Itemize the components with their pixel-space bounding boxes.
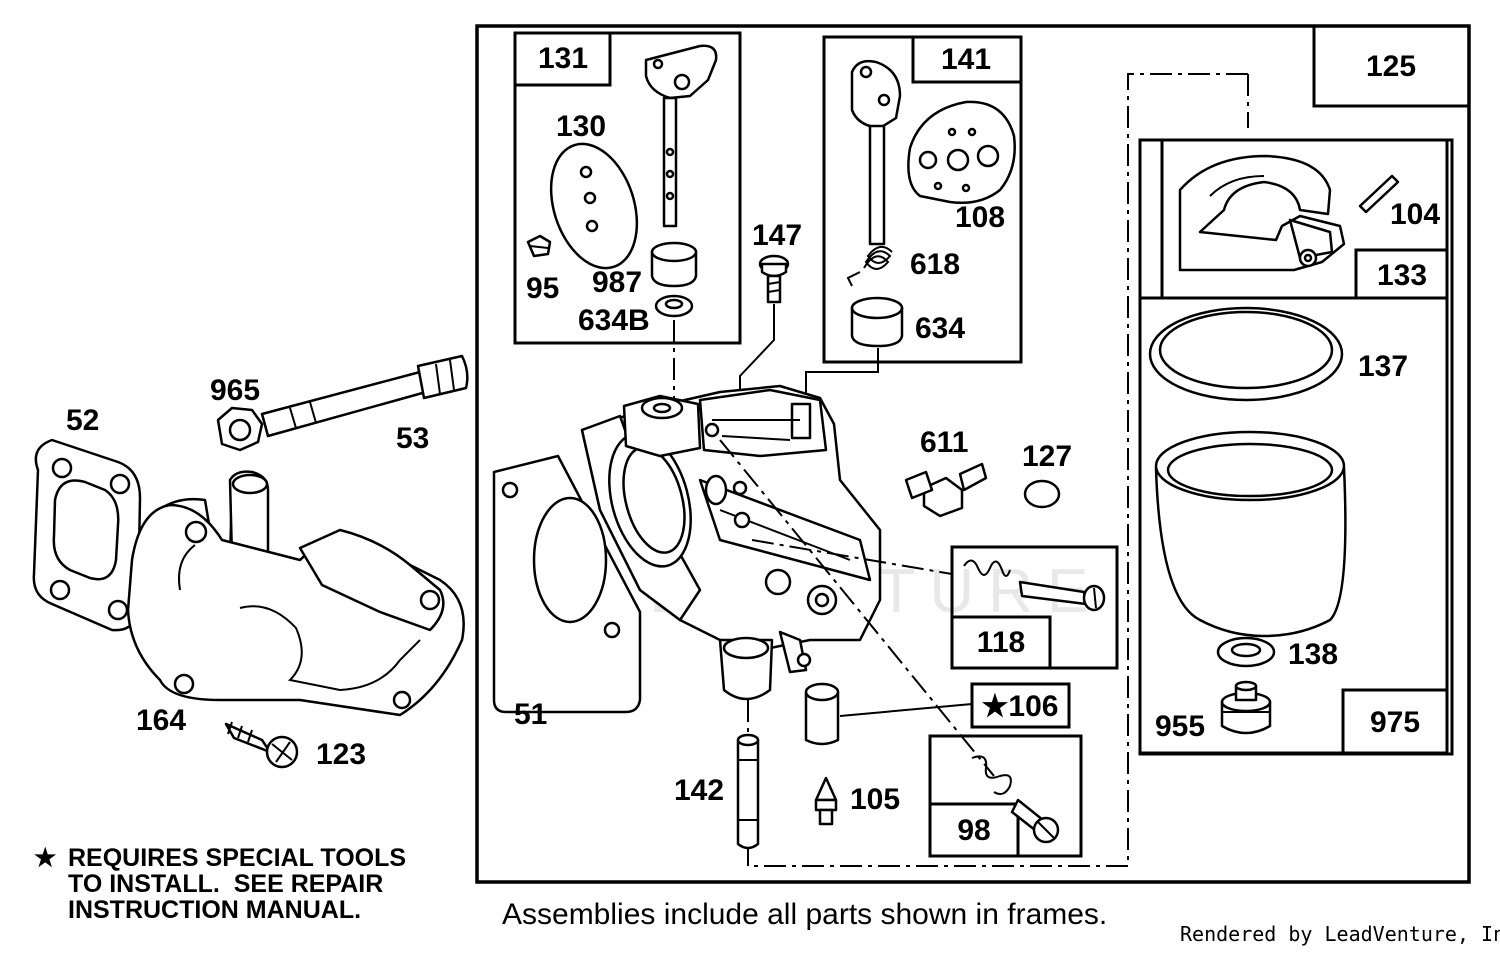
part-118-idle-screw[interactable] [963,559,1106,612]
label-611: 611 [920,426,968,459]
part-965-nut[interactable] [216,406,264,452]
label-108: 108 [955,201,1005,234]
part-133-float[interactable] [1178,154,1346,272]
throttle-shaft[interactable] [644,44,718,228]
part-52-gasket[interactable] [32,438,142,632]
label-618: 618 [910,248,960,281]
part-137-gasket[interactable] [1148,306,1344,402]
part-955-bowl-nut[interactable] [1220,680,1272,735]
label-123: 123 [316,738,366,771]
label-147: 147 [752,219,802,252]
part-611-elbow-fitting[interactable] [904,462,988,518]
label-104: 104 [1390,198,1440,231]
part-164-intake-elbow[interactable] [126,470,465,717]
label-634B: 634B [578,304,650,337]
label-133: 133 [1377,259,1427,292]
label-141: 141 [941,43,991,76]
label-138: 138 [1288,638,1338,671]
label-52: 52 [66,404,99,437]
label-965: 965 [210,374,260,407]
float-bowl[interactable] [1154,430,1347,638]
label-164: 164 [136,704,186,737]
main-assembly-frame [475,24,1471,884]
frame-975 [1138,296,1449,755]
label-106: ★106 [982,690,1059,723]
label-98: 98 [957,814,990,847]
part-106-inlet-seat[interactable] [804,682,840,746]
label-987: 987 [592,266,642,299]
part-987-seal[interactable] [650,241,698,288]
frame-106 [970,682,1071,729]
part-138-washer[interactable] [1216,636,1276,668]
bowl-group-leader [747,73,1248,867]
label-53: 53 [396,422,429,455]
part-634-seal[interactable] [850,296,904,348]
part-105-needle[interactable] [814,776,838,826]
part-127-washer[interactable] [1023,479,1061,509]
frame-131 [513,31,742,345]
label-975: 975 [1370,706,1420,739]
special-tools-note: ★ REQUIRES SPECIAL TOOLS TO INSTALL. SEE… [34,845,406,923]
frame-98 [928,734,1083,858]
part-53-tube[interactable] [260,354,469,438]
choke-shaft[interactable] [850,59,902,246]
star-icon: ★ [34,844,57,872]
label-95: 95 [526,272,559,305]
label-131: 131 [538,42,588,75]
label-51: 51 [514,698,547,731]
part-108-choke-plate[interactable] [907,100,1016,204]
part-130-throttle-plate[interactable] [536,133,652,279]
frame-125 [1312,24,1471,108]
label-634: 634 [915,312,965,345]
part-142-nozzle[interactable] [736,733,760,850]
label-127: 127 [1022,440,1072,473]
label-130: 130 [556,110,606,143]
part-95-screw[interactable] [526,234,552,258]
part-123-screw[interactable] [224,721,299,769]
part-634B-washer[interactable] [654,294,694,318]
part-98-screw[interactable] [971,755,1060,844]
part-147-screw[interactable] [758,254,790,304]
part-51-gasket[interactable] [492,454,642,714]
label-137: 137 [1358,350,1408,383]
part-104-float-pin[interactable] [1358,174,1400,214]
assemblies-caption: Assemblies include all parts shown in fr… [502,898,1108,931]
part-618-spring[interactable] [846,245,893,287]
render-credit: Rendered by LeadVenture, Inc. [1180,922,1500,946]
label-142: 142 [674,774,724,807]
label-125: 125 [1366,50,1416,83]
special-tools-text: REQUIRES SPECIAL TOOLS TO INSTALL. SEE R… [68,844,407,924]
label-955: 955 [1155,710,1205,743]
carburetor-body[interactable] [580,384,882,701]
label-105: 105 [850,783,900,816]
label-118: 118 [977,626,1025,659]
